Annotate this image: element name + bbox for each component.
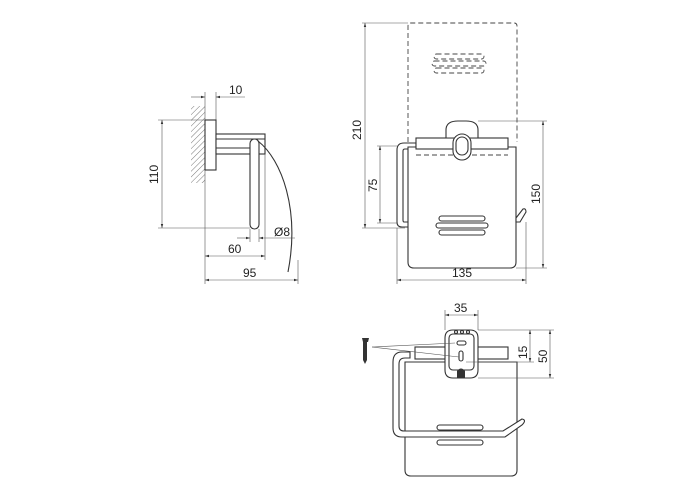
dim-110: 110	[147, 165, 161, 184]
cover-arc	[257, 140, 293, 273]
cover-body	[407, 146, 517, 269]
dim-150: 150	[529, 184, 543, 204]
mounting-plate	[444, 329, 479, 379]
dim-10: 10	[229, 83, 243, 97]
set-screw	[457, 368, 465, 378]
front-view: 210 75 150 135	[350, 22, 547, 284]
roll-ring	[392, 351, 526, 438]
open-cover-outline	[407, 22, 518, 142]
dim-60: 60	[228, 242, 242, 256]
side-view: 10 110 Ø8 60 95	[147, 83, 299, 284]
dim-210: 210	[350, 120, 364, 140]
mounting-view: 35 15 50	[362, 301, 554, 477]
dim-135: 135	[452, 266, 472, 280]
wall-hatch	[191, 106, 205, 183]
rod	[249, 138, 260, 230]
mount-cap	[445, 120, 479, 139]
dim-15: 15	[516, 345, 530, 359]
dim-50: 50	[536, 349, 550, 363]
dim-95: 95	[243, 266, 257, 280]
vent-slots	[435, 215, 489, 236]
dim-75: 75	[366, 178, 380, 192]
tear-tab	[515, 208, 527, 223]
cover-body-rear	[404, 361, 518, 477]
screw-hole-vertical	[458, 350, 464, 362]
vent-slots-dashed	[431, 53, 487, 74]
dim-diameter-8: Ø8	[274, 225, 290, 239]
screw-icon	[362, 338, 369, 364]
wall-flange	[204, 119, 217, 171]
screw-hole-slot	[456, 340, 467, 346]
dim-35: 35	[454, 301, 468, 315]
